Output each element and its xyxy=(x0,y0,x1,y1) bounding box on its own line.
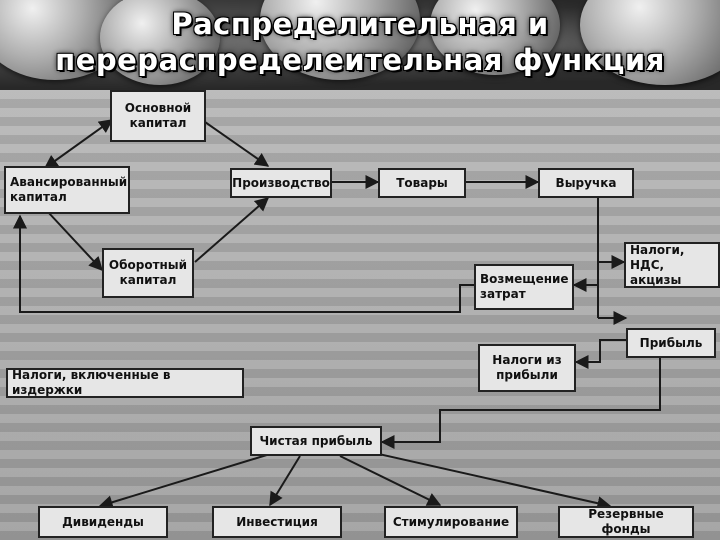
node-profit: Прибыль xyxy=(626,328,716,358)
node-reserve-funds: Резервные фонды xyxy=(558,506,694,538)
arrow-working-to-production xyxy=(195,198,268,262)
node-net-profit: Чистая прибыль xyxy=(250,426,382,456)
node-working-capital: Оборотный капитал xyxy=(102,248,194,298)
node-dividends: Дивиденды xyxy=(38,506,168,538)
node-profit-taxes: Налоги из прибыли xyxy=(478,344,576,392)
node-cost-recovery: Возмещение затрат xyxy=(474,264,574,310)
arrow-advanced-to-working-2 xyxy=(48,212,102,270)
arrow-fixed-to-production xyxy=(205,122,268,166)
node-taxes-in-costs: Налоги, включенные в издержки xyxy=(6,368,244,398)
arrow-advanced-to-fixed xyxy=(45,120,112,168)
node-incentives: Стимулирование xyxy=(384,506,518,538)
node-revenue: Выручка xyxy=(538,168,634,198)
node-advanced-capital: Авансированный капитал xyxy=(4,166,130,214)
arrow-net-to-investment xyxy=(270,456,300,505)
node-fixed-capital: Основной капитал xyxy=(110,90,206,142)
arrow-profit-to-profit-taxes xyxy=(576,340,626,362)
arrow-net-to-dividends xyxy=(100,454,270,506)
node-taxes-vat: Налоги, НДС, акцизы xyxy=(624,242,720,288)
arrow-cost-recovery-loop xyxy=(20,216,474,312)
arrow-net-to-reserves xyxy=(370,452,610,506)
node-goods: Товары xyxy=(378,168,466,198)
node-production: Производство xyxy=(230,168,332,198)
node-investment: Инвестиция xyxy=(212,506,342,538)
